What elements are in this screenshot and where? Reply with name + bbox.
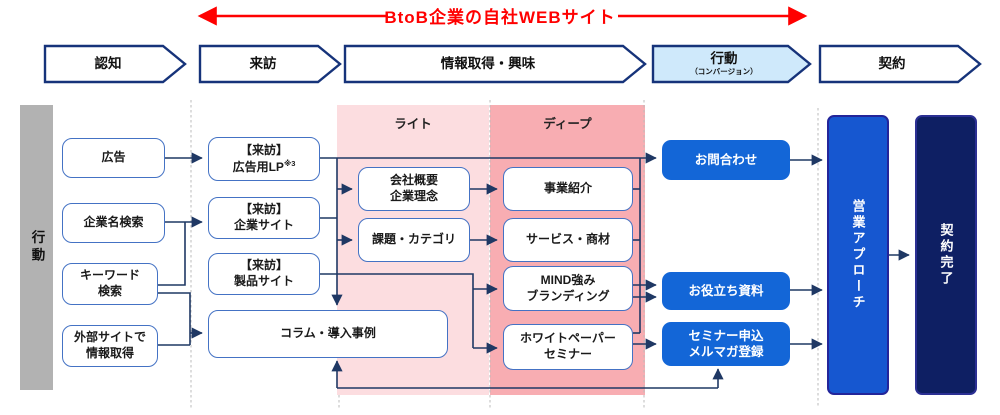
- node-company-overview-label: 会社概要 企業理念: [389, 173, 438, 203]
- stage-interest: 情報取得・興味: [345, 46, 631, 82]
- node-ad-lp: 【来訪】 広告用LP※3: [208, 137, 320, 181]
- node-service-products-label: サービス・商材: [525, 232, 610, 247]
- node-company-name-search-label: 企業名検索: [83, 215, 144, 230]
- node-column-cases: コラム・導入事例: [208, 310, 448, 358]
- node-business-intro: 事業紹介: [503, 167, 633, 211]
- node-mind-branding-label: MIND強み ブランディング: [526, 272, 610, 303]
- node-product-site: 【来訪】 製品サイト: [208, 253, 320, 295]
- node-whitepaper-seminar: ホワイトペーパー セミナー: [503, 324, 633, 370]
- node-seminar-mailmag: セミナー申込 メルマガ登録: [662, 322, 790, 366]
- panel-light-label: ライト: [394, 117, 432, 131]
- node-product-site-label: 【来訪】 製品サイト: [233, 258, 294, 288]
- page-title: BtoB企業の自社WEBサイト: [384, 8, 616, 27]
- bar-sales-approach: 営業アプローチ: [827, 115, 889, 395]
- node-contact-label: お問合わせ: [694, 152, 758, 167]
- behavior-side-bar-label: 行動: [29, 230, 45, 265]
- stage-awareness: 認知: [45, 46, 171, 82]
- node-ad-lp-label: 【来訪】 広告用LP※3: [232, 142, 296, 174]
- stage-action-label: 行動: [710, 51, 738, 67]
- node-corporate-site-label: 【来訪】 企業サイト: [233, 202, 294, 232]
- stage-chevrons: [43, 44, 982, 84]
- behavior-side-bar: 行動: [20, 105, 53, 390]
- bar-contract-complete: 契約完了: [915, 115, 977, 395]
- chevron-awareness: [43, 44, 187, 84]
- node-issue-category-label: 課題・カテゴリ: [371, 232, 456, 247]
- node-whitepaper-seminar-label: ホワイトペーパー セミナー: [520, 331, 616, 361]
- node-issue-category: 課題・カテゴリ: [358, 218, 470, 262]
- flow-lines: [157, 152, 910, 389]
- node-service-products: サービス・商材: [503, 218, 633, 262]
- node-keyword-search-label: キーワード 検索: [79, 268, 140, 298]
- node-seminar-mailmag-label: セミナー申込 メルマガ登録: [688, 328, 764, 359]
- node-external-site-label: 外部サイトで 情報取得: [73, 330, 146, 360]
- stage-contract-label: 契約: [878, 55, 906, 71]
- node-external-site: 外部サイトで 情報取得: [62, 325, 158, 367]
- stage-interest-label: 情報取得・興味: [440, 55, 536, 71]
- node-ad-lp-note: ※3: [283, 158, 296, 168]
- node-business-intro-label: 事業紹介: [543, 181, 592, 196]
- panel-deep-label: ディープ: [543, 117, 592, 131]
- node-ad: 広告: [62, 138, 165, 178]
- bar-sales-approach-label: 営業アプローチ: [850, 199, 866, 311]
- stage-action-sublabel: （コンバージョン）: [690, 66, 758, 76]
- stage-visit: 来訪: [200, 46, 326, 82]
- bar-contract-complete-label: 契約完了: [938, 223, 954, 287]
- node-ad-label: 広告: [101, 150, 126, 165]
- node-mind-branding: MIND強み ブランディング: [503, 266, 633, 311]
- stage-awareness-label: 認知: [94, 55, 122, 71]
- node-contact: お問合わせ: [662, 140, 790, 180]
- node-company-overview: 会社概要 企業理念: [358, 167, 470, 211]
- node-column-cases-label: コラム・導入事例: [280, 326, 376, 341]
- stage-action: 行動 （コンバージョン）: [653, 46, 795, 82]
- node-useful-materials-label: お役立ち資料: [688, 283, 764, 298]
- chevron-interest: [343, 44, 647, 84]
- chevron-visit: [198, 44, 342, 84]
- node-keyword-search: キーワード 検索: [62, 263, 158, 305]
- stage-contract: 契約: [820, 46, 964, 82]
- chevron-contract: [818, 44, 982, 84]
- node-company-name-search: 企業名検索: [62, 203, 165, 243]
- node-corporate-site: 【来訪】 企業サイト: [208, 197, 320, 239]
- stage-visit-label: 来訪: [249, 55, 277, 71]
- chevron-action: [651, 44, 812, 84]
- node-useful-materials: お役立ち資料: [662, 272, 790, 310]
